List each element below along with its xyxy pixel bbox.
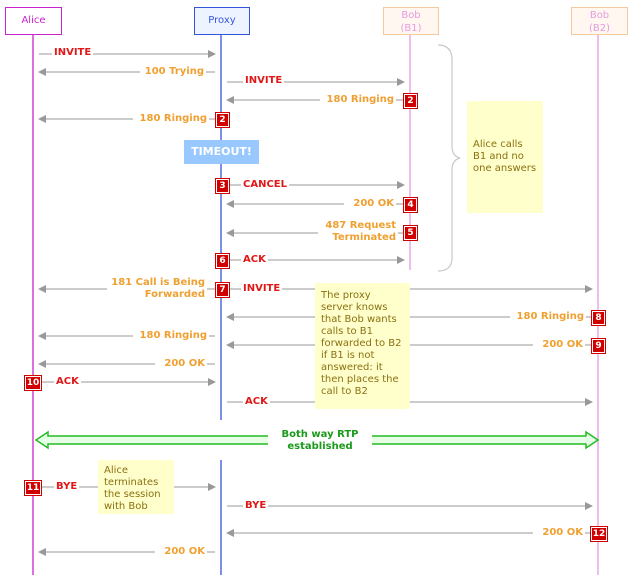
message-label-m17: ACK (243, 396, 270, 407)
message-label-m3: INVITE (243, 75, 285, 86)
rtp-label: Both way RTP established (268, 429, 372, 453)
message-label-m4: 180 Ringing (320, 94, 396, 106)
step-badge-11: 11 (25, 481, 41, 495)
message-label-m18: BYE (54, 481, 80, 492)
message-label-m5: 180 Ringing (133, 113, 209, 125)
participant-bob-b2-name: Bob (589, 10, 610, 21)
step-badge-6: 6 (216, 254, 229, 268)
step-badge-10: 10 (25, 376, 41, 390)
timeout-box: TIMEOUT! (184, 140, 259, 164)
note-b1-no-answer-text: Alice calls B1 and no one answers (473, 139, 537, 174)
message-label-m21: 200 OK (155, 546, 207, 558)
note-alice-terminates-text: Alice terminates the session with Bob (104, 465, 161, 512)
participant-bob-b1-sub: (B1) (400, 23, 422, 34)
participant-bob-b2: Bob (B2) (571, 7, 628, 35)
step-badge-7: 7 (216, 283, 229, 297)
message-label-m13: 180 Ringing (133, 330, 209, 342)
participant-proxy-label: Proxy (208, 15, 236, 26)
message-label-m19: BYE (243, 500, 269, 511)
participant-alice: Alice (5, 7, 62, 35)
message-label-m16: ACK (54, 376, 81, 387)
step-badge-3: 3 (216, 179, 229, 193)
step-badge-9: 9 (592, 339, 605, 353)
participant-bob-b1: Bob (B1) (383, 7, 439, 35)
timeout-label: TIMEOUT! (191, 145, 252, 158)
step-badge-12: 12 (591, 527, 607, 541)
step-badge-8: 8 (592, 311, 605, 325)
participant-bob-b2-sub: (B2) (588, 23, 611, 34)
rtp-label-text: Both way RTP established (281, 429, 359, 452)
step-badge-2: 2 (216, 113, 229, 127)
note-proxy-forward-text: The proxy server knows that Bob wants ca… (321, 290, 402, 397)
participant-alice-label: Alice (21, 15, 46, 26)
message-label-m11: INVITE (241, 283, 283, 294)
message-label-m20: 200 OK (533, 527, 585, 539)
note-alice-terminates: Alice terminates the session with Bob (98, 460, 174, 514)
note-b1-no-answer: Alice calls B1 and no one answers (467, 101, 543, 213)
brace (437, 44, 461, 272)
message-label-m2: 100 Trying (140, 66, 206, 78)
message-label-m9: ACK (241, 254, 268, 265)
message-label-m14: 200 OK (533, 339, 585, 351)
note-proxy-forward: The proxy server knows that Bob wants ca… (315, 283, 410, 409)
message-label-m10: 181 Call is Being Forwarded (107, 277, 207, 301)
message-label-m6: CANCEL (241, 179, 289, 190)
message-label-m7: 200 OK (344, 198, 396, 210)
message-label-m15: 200 OK (155, 358, 207, 370)
message-label-m12: 180 Ringing (510, 311, 586, 323)
participant-proxy: Proxy (194, 7, 250, 35)
message-label-m8: 487 Request Terminated (318, 220, 398, 244)
step-badge-5: 5 (404, 226, 417, 240)
message-label-m1: INVITE (52, 47, 94, 58)
step-badge-2: 2 (404, 94, 417, 108)
participant-bob-b1-name: Bob (401, 10, 421, 21)
step-badge-4: 4 (404, 198, 417, 212)
